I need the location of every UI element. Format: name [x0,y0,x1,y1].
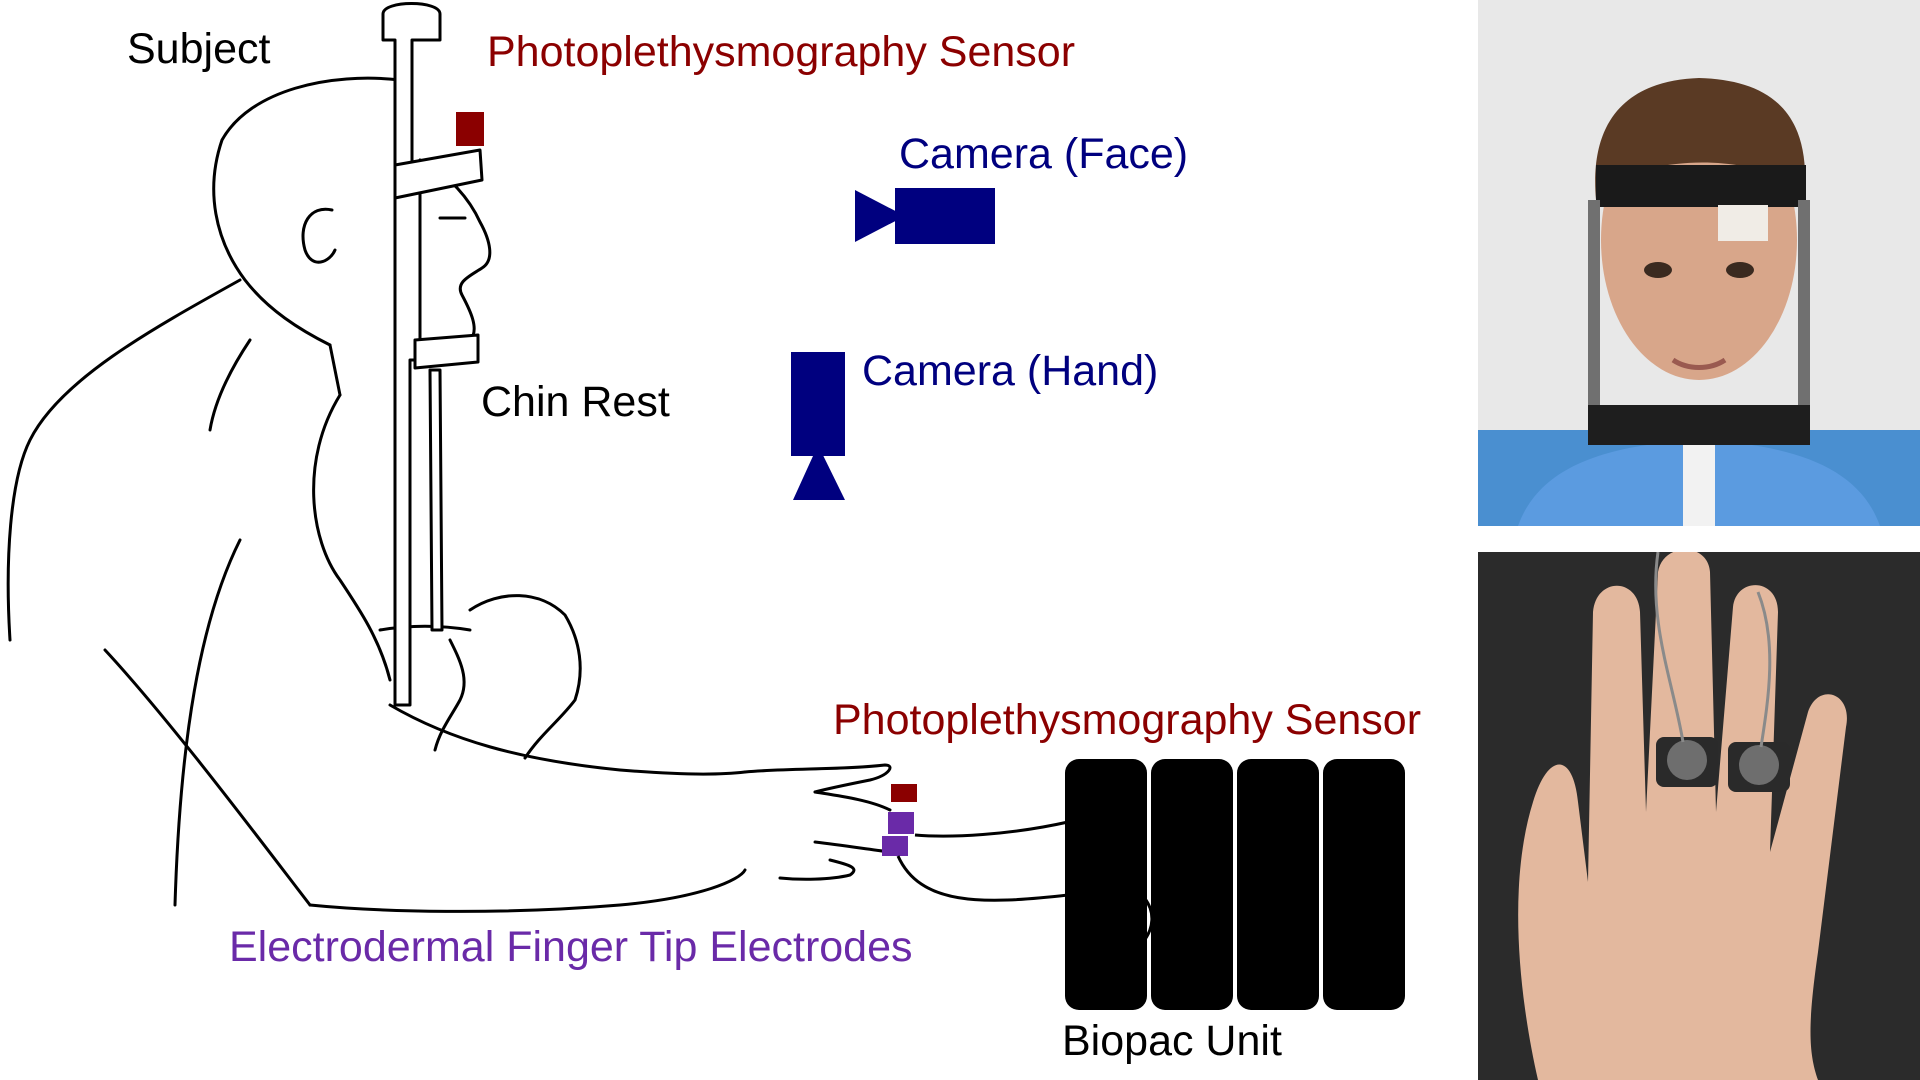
subject-hand-fingers [778,790,892,881]
subject-chest [312,393,392,682]
subject-hand [743,763,892,794]
cable-bottom [896,855,1069,902]
label-camera-hand: Camera (Hand) [862,347,1159,395]
subject-head [212,76,402,347]
subject-rest-hand [468,594,582,760]
ppg-finger-sensor [891,784,917,802]
label-ppg-finger: Photoplethysmography Sensor [833,696,1422,744]
subject-forearm-bottom [308,868,747,913]
camera-face-icon [855,188,995,244]
chin-rest-pole-2 [428,368,444,632]
subject-rest-wrist [378,624,472,632]
hand-photo [1478,552,1920,1080]
biopac-unit [1065,759,1405,1010]
camera-hand-icon [791,352,845,500]
subject-face [418,158,492,342]
label-biopac: Biopac Unit [1062,1017,1282,1065]
chin-rest-pad [413,333,480,370]
label-electrodes: Electrodermal Finger Tip Electrodes [229,923,913,971]
subject-ear [301,207,337,264]
face-photo [1478,0,1920,526]
subject-forearm-top [388,703,747,776]
subject-neck [328,343,342,397]
forehead-strap [393,148,484,200]
subject-shoulder [208,338,252,432]
electrode-bottom [882,836,908,856]
label-subject: Subject [127,25,271,73]
label-chin-rest: Chin Rest [481,378,670,426]
label-ppg-head: Photoplethysmography Sensor [487,28,1076,76]
label-camera-face: Camera (Face) [899,130,1189,178]
subject-upper-arm [103,648,312,907]
subject-rest-hand-2 [433,638,466,752]
setup-diagram [6,2,1405,1010]
cable-top [914,820,1069,838]
ppg-head-sensor [456,112,484,146]
subject-arm-hip [173,538,242,907]
electrode-top [888,812,914,834]
subject-back [6,278,242,642]
